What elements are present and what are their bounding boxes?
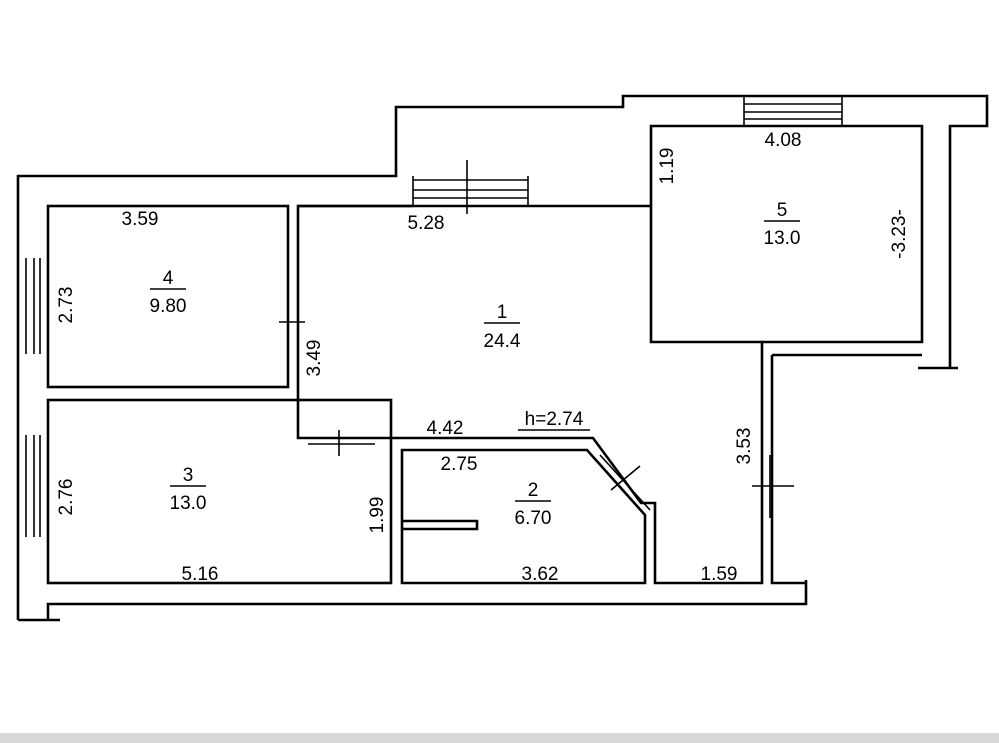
dim-room4-top: 3.59	[122, 209, 159, 230]
room-1-area: 24.4	[484, 331, 521, 352]
room-4-door	[279, 297, 305, 348]
dim-room2-top: 2.75	[441, 454, 478, 475]
dim-room3-right: 1.99	[367, 497, 388, 534]
outer-wall-bottom	[18, 580, 808, 622]
hall-right-wall-outer	[770, 353, 922, 585]
room-2-number: 2	[528, 480, 539, 501]
room-label-1: 1 24.4	[484, 302, 521, 352]
dim-room4-left: 2.73	[56, 287, 77, 324]
room-4-window	[25, 258, 41, 354]
room-4-area: 9.80	[150, 296, 187, 317]
room-3-area: 13.0	[170, 493, 207, 514]
room-label-3: 3 13.0	[170, 465, 207, 514]
room-2-outline	[400, 448, 647, 585]
room-1-lower-door	[308, 430, 375, 456]
dim-hall-bottom: 1.59	[701, 564, 738, 585]
room-5-area: 13.0	[764, 228, 801, 249]
dim-room1-left: 3.49	[304, 340, 325, 377]
room-3-window	[25, 435, 41, 537]
dim-room3-left: 2.76	[56, 479, 77, 516]
room-3-number: 3	[183, 465, 194, 486]
dim-hall-right: 3.53	[734, 428, 755, 465]
outer-wall-outline	[16, 94, 989, 620]
dim-room3-bottom: 5.16	[182, 564, 219, 585]
room-label-5: 5 13.0	[764, 200, 801, 249]
outer-walls	[16, 94, 989, 622]
room-2-partition	[402, 519, 479, 531]
dim-room1-top: 5.28	[408, 213, 445, 234]
ceiling-height: h=2.74	[525, 409, 584, 430]
room-1-number: 1	[497, 302, 508, 323]
room-2-area: 6.70	[515, 508, 552, 529]
room-5-outline	[649, 124, 924, 344]
room-3-outline	[46, 398, 393, 585]
dim-room1-bottom: 4.42	[427, 418, 464, 439]
bottom-band	[0, 733, 999, 743]
dim-room5-top: 4.08	[765, 130, 802, 151]
dim-room2-bottom: 3.62	[522, 564, 559, 585]
room-label-4: 4 9.80	[150, 268, 187, 317]
room-4-outline	[46, 204, 290, 389]
room-1-window	[412, 160, 529, 214]
dimension-labels: 3.59 2.73 5.28 3.49 4.42 h=2.74 4.08 1.1…	[56, 130, 910, 585]
room-label-2: 2 6.70	[515, 480, 552, 529]
room-5-window	[743, 96, 843, 126]
dim-room5-left: 1.19	[657, 148, 678, 185]
dim-room5-right: -3.23-	[889, 209, 910, 259]
room-4-number: 4	[163, 268, 174, 289]
room-5-number: 5	[777, 200, 788, 221]
room-2-door	[599, 454, 651, 511]
